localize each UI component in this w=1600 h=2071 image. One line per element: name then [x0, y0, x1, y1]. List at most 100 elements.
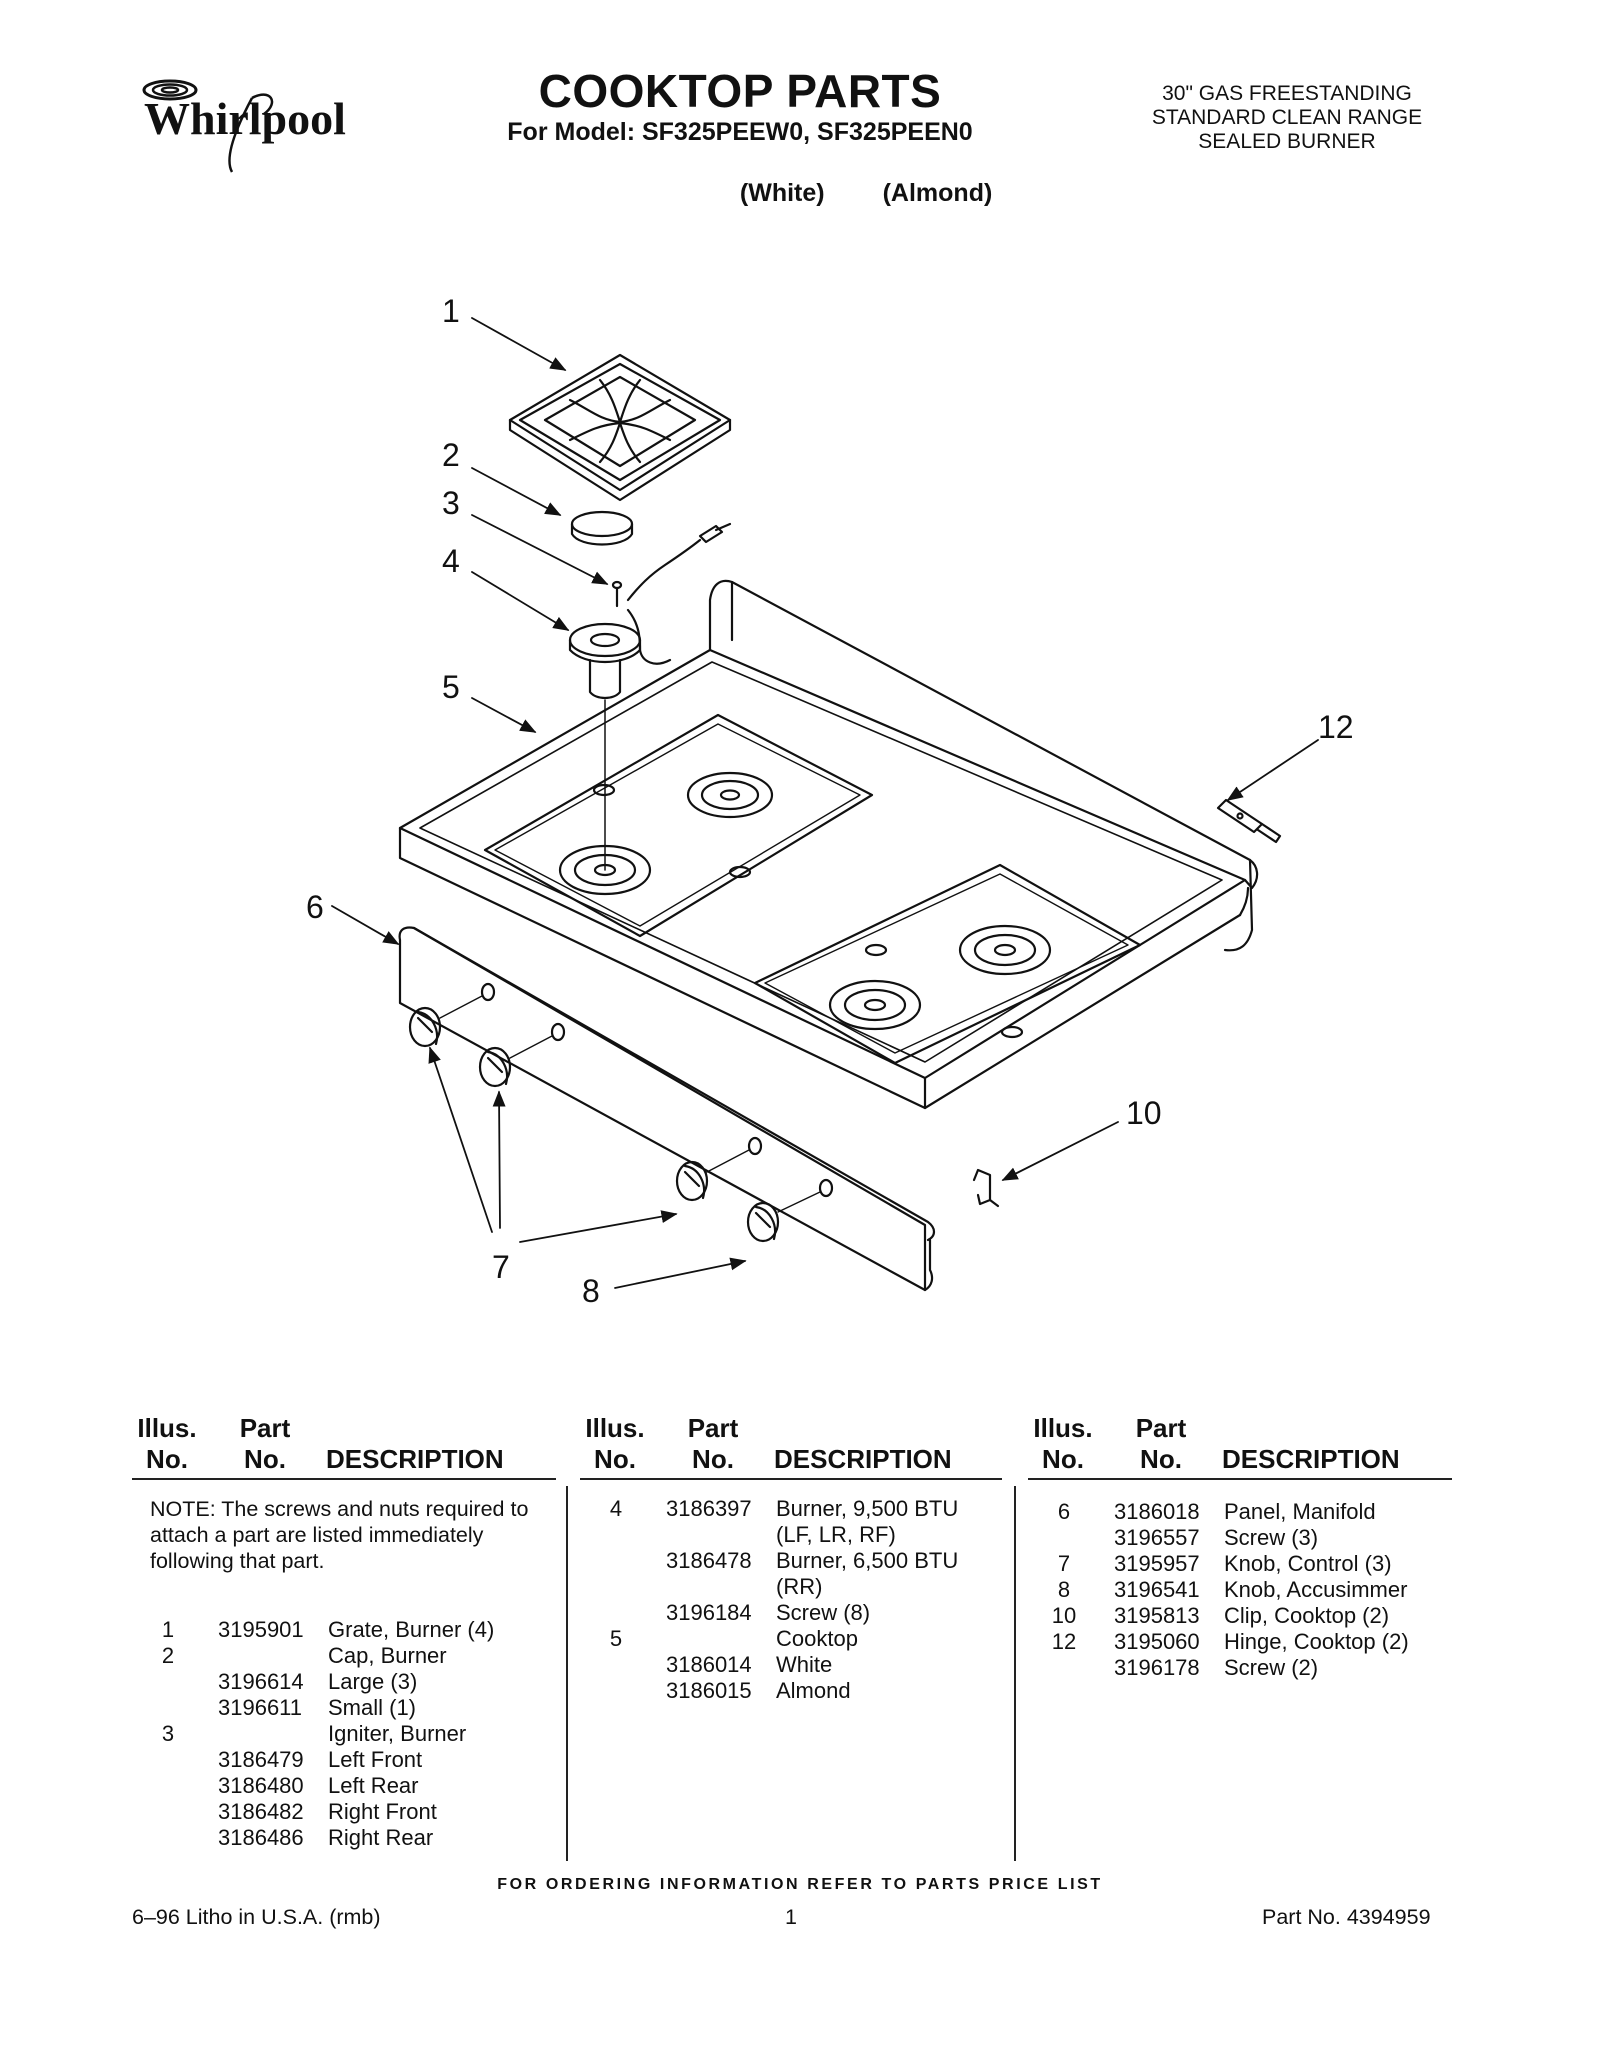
illus-no: 4	[609, 1496, 623, 1521]
part-description: Panel, Manifold	[1224, 1499, 1376, 1524]
header-no: No.	[1042, 1444, 1084, 1474]
part-description: Knob, Control (3)	[1224, 1551, 1392, 1576]
color-white: (White)	[739, 179, 825, 207]
part-description: Knob, Accusimmer	[1224, 1577, 1408, 1602]
part-no: 3195813	[1114, 1603, 1200, 1628]
illus-no: 7	[1057, 1551, 1071, 1576]
part-description: Screw (8)	[776, 1600, 871, 1625]
callout-12: 12	[1318, 709, 1354, 745]
part-no: 3186482	[218, 1799, 304, 1824]
illus-no: 3	[161, 1721, 175, 1746]
part-no: 3186479	[218, 1747, 304, 1772]
header-description: DESCRIPTION	[1222, 1444, 1400, 1474]
callout-1: 1	[442, 293, 460, 329]
part-no: 3186480	[218, 1773, 304, 1798]
part-no: 3196557	[1114, 1525, 1200, 1550]
part-no: 3186397	[666, 1496, 752, 1521]
part-description: Right Front	[328, 1799, 437, 1824]
callout-6: 6	[306, 889, 324, 925]
page-title: COOKTOP PARTS	[538, 65, 942, 117]
cooktop-hinge	[1216, 798, 1282, 844]
part-no: 3196184	[666, 1600, 752, 1625]
manifold-panel	[398, 926, 936, 1292]
part-description: Burner, 9,500 BTU	[776, 1496, 959, 1521]
illus-no: 2	[161, 1643, 175, 1668]
part-description: Small (1)	[328, 1695, 417, 1720]
part-description: (LF, LR, RF)	[776, 1522, 896, 1547]
igniter	[611, 522, 732, 665]
part-no: 3196541	[1114, 1577, 1200, 1602]
header-part-no: Part No.	[1126, 1413, 1196, 1475]
callout-leaders	[331, 317, 1319, 1289]
part-description: Burner, 6,500 BTU	[776, 1548, 959, 1573]
column-divider	[566, 1486, 568, 1861]
illus-no: 5	[609, 1626, 623, 1651]
header-part: Part	[1135, 1413, 1187, 1443]
part-description: Cap, Burner	[328, 1643, 447, 1668]
cooktop-exploded-diagram: 1 2 3 4 5 6 7 8 10 12	[306, 293, 1354, 1309]
part-description: Large (3)	[328, 1669, 418, 1694]
burner-cap	[570, 510, 634, 546]
header-illus-no: Illus. No.	[132, 1413, 202, 1475]
part-no: 3195957	[1114, 1551, 1200, 1576]
part-no: 3195901	[218, 1617, 304, 1642]
callout-10: 10	[1126, 1095, 1162, 1131]
callout-7: 7	[492, 1249, 510, 1285]
header-part-no: Part No.	[678, 1413, 748, 1475]
callout-5: 5	[442, 669, 460, 705]
part-no: 3186486	[218, 1825, 304, 1850]
range-description: 30" GAS FREESTANDING STANDARD CLEAN RANG…	[1112, 82, 1462, 154]
column-divider	[1014, 1486, 1016, 1861]
header-no: No.	[244, 1444, 286, 1474]
part-description: Left Front	[328, 1747, 423, 1772]
cooktop-main-top	[398, 579, 1259, 1110]
illus-no: 6	[1057, 1499, 1071, 1524]
part-description: (RR)	[776, 1574, 823, 1599]
part-no: 3195060	[1114, 1629, 1200, 1654]
part-description: Almond	[776, 1678, 851, 1703]
parts-note: NOTE: The screws and nuts required to at…	[150, 1497, 529, 1573]
burner-grate	[508, 353, 732, 502]
callout-8: 8	[582, 1273, 600, 1309]
part-description: Igniter, Burner	[328, 1721, 467, 1746]
part-description: Clip, Cooktop (2)	[1224, 1603, 1390, 1628]
part-description: Left Rear	[328, 1773, 419, 1798]
header-no: No.	[146, 1444, 188, 1474]
range-description-line: 30" GAS FREESTANDING	[1162, 82, 1412, 105]
illus-no: 8	[1057, 1577, 1071, 1602]
part-no: 3196178	[1114, 1655, 1200, 1680]
header-description: DESCRIPTION	[774, 1444, 952, 1474]
part-no: 3186015	[666, 1678, 752, 1703]
header-rule	[1028, 1478, 1452, 1480]
ordering-note: FOR ORDERING INFORMATION REFER TO PARTS …	[497, 1876, 1103, 1893]
illus-no: 1	[161, 1617, 175, 1642]
part-number: Part No. 4394959	[1262, 1905, 1431, 1929]
range-description-line: STANDARD CLEAN RANGE	[1151, 106, 1423, 129]
swirl-icon	[142, 79, 198, 101]
header-no: No.	[594, 1444, 636, 1474]
header-no: No.	[1140, 1444, 1182, 1474]
page-number: 1	[785, 1905, 797, 1929]
illus-no: 12	[1051, 1629, 1077, 1654]
illus-no: 10	[1051, 1603, 1077, 1628]
part-description: Screw (2)	[1224, 1655, 1319, 1680]
range-description-line: SEALED BURNER	[1198, 130, 1376, 153]
cooktop-clip	[972, 1168, 1000, 1208]
part-no: 3186014	[666, 1652, 752, 1677]
callout-4: 4	[442, 543, 460, 579]
part-no: 3186478	[666, 1548, 752, 1573]
callout-numbers: 1 2 3 4 5 6 7 8 10 12	[306, 293, 1354, 1309]
header-illus: Illus.	[137, 1413, 197, 1443]
part-description: Cooktop	[776, 1626, 858, 1651]
part-description: Screw (3)	[1224, 1525, 1319, 1550]
litho-line: 6–96 Litho in U.S.A. (rmb)	[132, 1905, 381, 1929]
header-illus-no: Illus. No.	[580, 1413, 650, 1475]
svg-text:Whirlpool: Whirlpool	[144, 93, 346, 144]
header-part: Part	[687, 1413, 739, 1443]
part-description: Right Rear	[328, 1825, 434, 1850]
control-knobs	[408, 995, 821, 1243]
header-no: No.	[692, 1444, 734, 1474]
callout-2: 2	[442, 437, 460, 473]
callout-3: 3	[442, 485, 460, 521]
header-rule	[132, 1478, 556, 1480]
